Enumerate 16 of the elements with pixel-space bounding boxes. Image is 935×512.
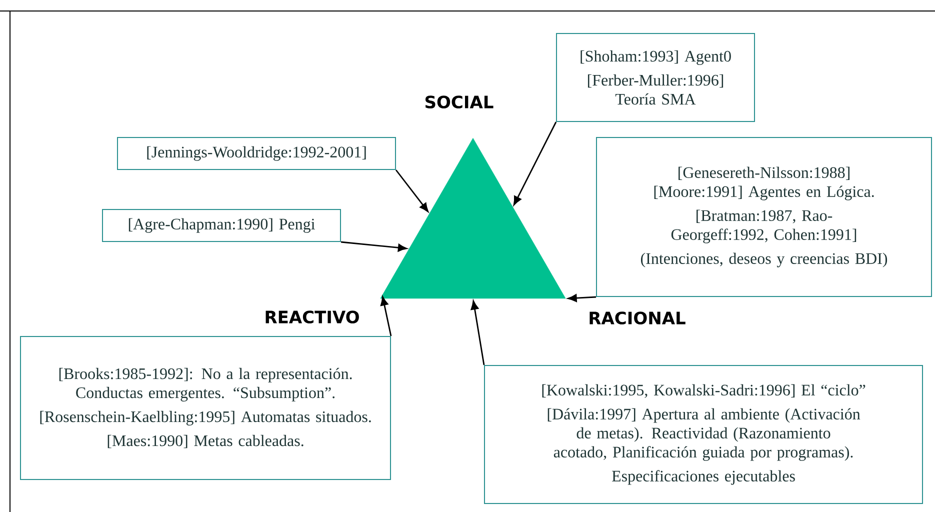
text-box: [Agre-Chapman:1990] Pengi	[102, 209, 341, 242]
arrow	[380, 296, 392, 336]
arrow	[340, 241, 407, 252]
vertex-label: RACIONAL	[590, 312, 686, 324]
triangle	[380, 138, 566, 299]
text-box: [Brooks:1985-1992]: No a la representación. Conductas emergentes. “Subsumption”. [Rosenschein-Kaelbling:1995] Automatas situados. [Maes:1990] Metas cableadas.	[20, 336, 391, 480]
arrow	[395, 170, 428, 212]
text-box: [Jennings-Wooldridge:1992-2001]	[117, 137, 396, 170]
text-box: [Genesereth-Nilsson:1988] [Moore:1991] Agentes en Lógica. [Bratman:1987, Rao-Georgeff:1992, Cohen:1991] (Intenciones, deseos y creencias BDI)	[596, 137, 932, 297]
text-box: [Shoham:1993] Agent0 [Ferber-Muller:1996] Teoría SMA	[556, 33, 755, 122]
vertex-label: REACTIVO	[266, 310, 359, 324]
text-box: [Kowalski:1995, Kowalski-Sadri:1996] El “ciclo” [Dávila:1997] Apertura al ambiente (Activación de metas). Reactividad (Razonamiento acotado, Planificación guiada por programas). Especificaciones ejecutables	[484, 365, 923, 504]
arrow	[568, 294, 596, 302]
vertex-label: SOCIAL	[425, 96, 494, 108]
arrow	[513, 122, 557, 206]
arrow	[470, 300, 485, 366]
